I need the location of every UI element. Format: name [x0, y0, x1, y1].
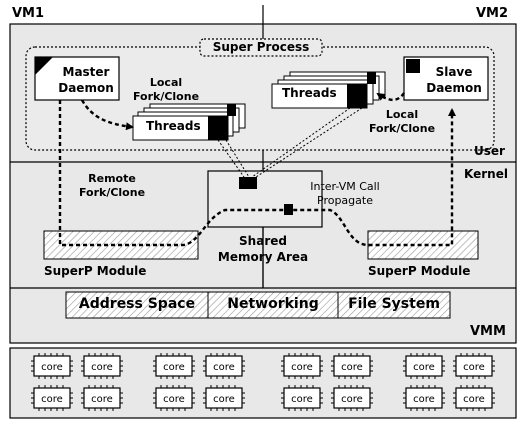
- intervm-line2: Propagate: [317, 194, 373, 207]
- core-label: core: [91, 362, 113, 373]
- networking-label: Networking: [227, 296, 319, 312]
- core-label: core: [91, 394, 113, 405]
- vmm-label: VMM: [470, 324, 506, 339]
- core-chip: core: [330, 352, 374, 380]
- kernel-label: Kernel: [464, 167, 508, 181]
- master-daemon-box: [34, 56, 120, 101]
- slave-daemon-line1: Slave: [435, 65, 473, 79]
- core-label: core: [413, 362, 435, 373]
- local-fork-right-arrow: [376, 92, 405, 102]
- local-fork-right-line2: Fork/Clone: [368, 122, 436, 135]
- core-chip: core: [402, 384, 446, 412]
- fork-arrows: [58, 92, 456, 247]
- vm1-label: VM1: [12, 6, 45, 21]
- core-chip: core: [80, 352, 124, 380]
- core-label: core: [41, 362, 63, 373]
- core-label: core: [291, 394, 313, 405]
- address-space-label: Address Space: [78, 296, 196, 312]
- shared-memory-box: [207, 170, 323, 228]
- core-chip: core: [280, 352, 324, 380]
- slave-daemon-line2: Daemon: [426, 81, 482, 95]
- core-label: core: [213, 394, 235, 405]
- core-label: core: [213, 362, 235, 373]
- core-chip: core: [202, 384, 246, 412]
- shared-memory-line1: Shared: [239, 234, 287, 248]
- slave-daemon-label: Slave Daemon: [416, 64, 492, 96]
- superp-right-label: SuperP Module: [368, 264, 471, 278]
- threads-right-label: Threads: [282, 86, 337, 100]
- threads-left-stack: [132, 103, 246, 141]
- file-system-box: [337, 291, 451, 319]
- local-fork-left-label: Local Fork/Clone: [122, 76, 210, 104]
- core-chip: core: [402, 352, 446, 380]
- core-label: core: [463, 362, 485, 373]
- core-chip: core: [202, 352, 246, 380]
- core-chip: core: [30, 384, 74, 412]
- core-grid: core core core core core core core core core core…: [30, 352, 496, 412]
- vm2-label: VM2: [476, 6, 509, 21]
- intervm-line1: Inter-VM Call: [310, 180, 380, 193]
- core-chip: core: [30, 352, 74, 380]
- thread-connectors: [217, 107, 363, 178]
- superp-left-label: SuperP Module: [44, 264, 147, 278]
- master-daemon-line1: Master: [62, 65, 110, 79]
- core-label: core: [163, 362, 185, 373]
- core-chip: core: [452, 352, 496, 380]
- core-label: core: [291, 362, 313, 373]
- local-fork-left-line1: Local: [149, 76, 183, 89]
- local-fork-right-label: Local Fork/Clone: [358, 108, 446, 136]
- core-label: core: [163, 394, 185, 405]
- user-label: User: [474, 144, 505, 158]
- core-label: core: [463, 394, 485, 405]
- master-daemon-line2: Daemon: [58, 81, 114, 95]
- remote-fork-label: Remote Fork/Clone: [68, 172, 156, 200]
- shared-memory-block: [239, 177, 257, 189]
- shared-memory-line2: Memory Area: [217, 250, 309, 264]
- core-chip: core: [280, 384, 324, 412]
- core-chip: core: [330, 384, 374, 412]
- slave-daemon-square: [406, 59, 420, 73]
- remote-fork-line1: Remote: [88, 172, 136, 185]
- slave-daemon-box: [403, 56, 489, 101]
- core-chip: core: [452, 384, 496, 412]
- super-process-label-bg: [199, 38, 323, 57]
- master-daemon-corner: [35, 57, 53, 75]
- intervm-label: Inter-VM Call Propagate: [292, 180, 398, 208]
- core-chip: core: [80, 384, 124, 412]
- remote-fork-line2: Fork/Clone: [78, 186, 146, 199]
- core-label: core: [41, 394, 63, 405]
- remote-fork-path: [58, 100, 456, 247]
- networking-box: [207, 291, 339, 319]
- core-chip: core: [152, 352, 196, 380]
- super-process-label: Super Process: [212, 40, 310, 54]
- file-system-label: File System: [348, 296, 440, 312]
- local-fork-right-line1: Local: [385, 108, 419, 121]
- core-chip: core: [152, 384, 196, 412]
- threads-right-stack: [271, 71, 386, 109]
- shared-memory-label: Shared Memory Area: [208, 233, 318, 265]
- local-fork-left-line2: Fork/Clone: [132, 90, 200, 103]
- core-label: core: [341, 394, 363, 405]
- core-label: core: [341, 362, 363, 373]
- core-label: core: [413, 394, 435, 405]
- master-daemon-label: Master Daemon: [48, 64, 124, 96]
- threads-left-label: Threads: [146, 119, 201, 133]
